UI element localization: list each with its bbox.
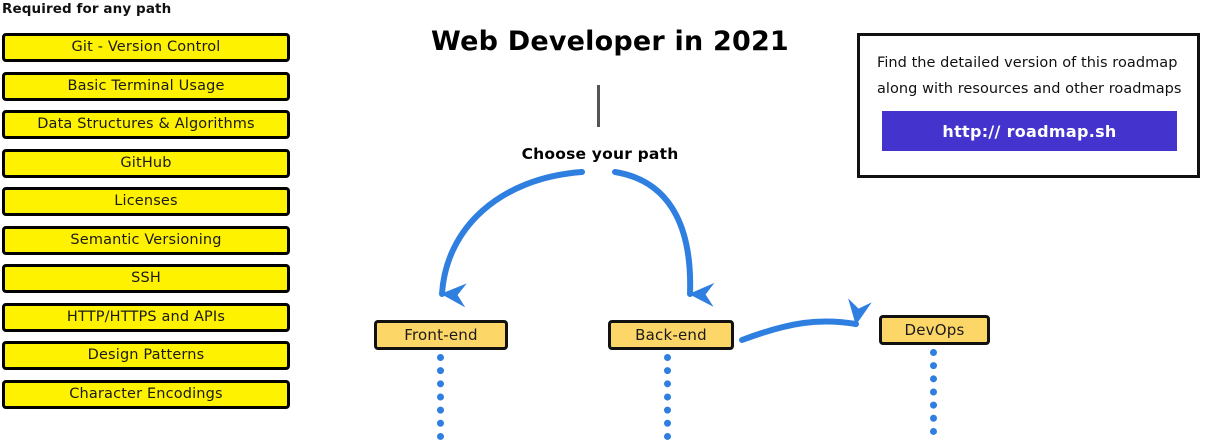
required-item-ssh[interactable]: SSH <box>2 264 290 293</box>
dotted-trail-devops <box>930 349 944 435</box>
roadmap-link-button[interactable]: http:// roadmap.sh <box>882 111 1177 151</box>
callout-text-line-1: Find the detailed version of this roadma… <box>877 55 1178 71</box>
required-item-label: Data Structures & Algorithms <box>37 116 255 133</box>
required-item-label: SSH <box>131 270 161 287</box>
arrow-to-frontend <box>439 169 585 308</box>
required-item-semantic-versioning[interactable]: Semantic Versioning <box>2 225 290 255</box>
required-item-licenses[interactable]: Licenses <box>2 187 290 216</box>
required-section-heading: Required for any path <box>2 1 172 17</box>
arrow-to-backend <box>612 169 715 307</box>
choose-your-path-label: Choose your path <box>521 145 679 163</box>
required-item-data-structures-algorithms[interactable]: Data Structures & Algorithms <box>2 110 290 139</box>
required-item-design-patterns[interactable]: Design Patterns <box>2 341 290 370</box>
required-item-label: Character Encodings <box>69 385 223 402</box>
required-item-github[interactable]: GitHub <box>2 148 290 178</box>
required-item-http-https-and-apis[interactable]: HTTP/HTTPS and APIs <box>2 302 290 332</box>
path-box-label: Back-end <box>635 325 707 344</box>
required-item-git-version-control[interactable]: Git - Version Control <box>2 33 290 62</box>
required-item-label: GitHub <box>120 154 172 171</box>
path-box-back-end[interactable]: Back-end <box>608 320 734 350</box>
dotted-trail-back-end <box>664 354 678 440</box>
path-box-front-end[interactable]: Front-end <box>374 320 508 350</box>
required-item-label: Semantic Versioning <box>70 231 222 248</box>
arrow-backend-to-devops <box>739 298 872 343</box>
required-item-label: Licenses <box>114 193 178 210</box>
callout-text-line-2: along with resources and other roadmaps <box>877 81 1182 97</box>
dotted-trail-front-end <box>437 354 451 440</box>
required-item-label: Design Patterns <box>87 347 205 364</box>
path-box-label: Front-end <box>404 325 478 344</box>
page-title: Web Developer in 2021 <box>431 26 789 57</box>
roadmap-link-label: http:// roadmap.sh <box>942 121 1117 141</box>
required-item-label: Git - Version Control <box>71 39 221 56</box>
required-item-basic-terminal-usage[interactable]: Basic Terminal Usage <box>2 71 290 101</box>
roadmap-callout-box: Find the detailed version of this roadma… <box>857 33 1200 178</box>
title-connector-stem <box>597 85 600 127</box>
required-item-label: HTTP/HTTPS and APIs <box>66 308 226 325</box>
path-box-devops[interactable]: DevOps <box>879 315 990 345</box>
required-item-label: Basic Terminal Usage <box>67 77 225 94</box>
required-items-list: Git - Version Control Basic Terminal Usa… <box>2 33 290 418</box>
path-box-label: DevOps <box>904 320 965 339</box>
required-item-character-encodings[interactable]: Character Encodings <box>2 379 290 409</box>
